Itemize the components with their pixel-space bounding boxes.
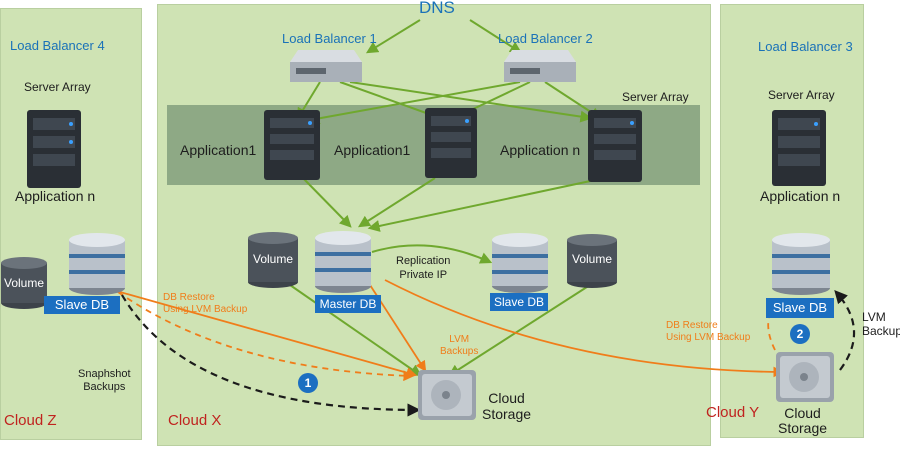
dns-label: DNS [419, 0, 455, 17]
lvm-backups-label-center: LVM Backups [440, 334, 479, 357]
server-icon [425, 108, 477, 178]
slave-db-left-label: Slave DB [44, 296, 120, 314]
volume-label-center-right: Volume [572, 252, 613, 266]
slave-db-center-label: Slave DB [490, 293, 548, 311]
application-n-left-label: Application n [15, 188, 96, 204]
db-restore-label-left: DB Restore Using LVM Backup [163, 292, 248, 315]
cloud-storage-label-center: Cloud Storage [482, 390, 532, 422]
database-icon [313, 230, 373, 294]
db-restore-label-right: DB Restore Using LVM Backup [666, 320, 751, 343]
load-balancer-2-icon [504, 50, 576, 82]
application-n-right-label: Application n [760, 188, 841, 204]
load-balancer-3-label: Load Balancer 3 [758, 39, 853, 54]
volume-icon [0, 257, 48, 309]
load-balancer-1-label: Load Balancer 1 [282, 31, 377, 46]
server-array-label-right: Server Array [768, 88, 835, 102]
server-icon [264, 110, 320, 180]
step-2-badge: 2 [790, 324, 810, 344]
server-icon [772, 110, 826, 186]
server-icon [588, 110, 642, 182]
hard-drive-icon [774, 350, 836, 404]
hard-drive-icon [416, 368, 478, 422]
volume-label-center-left: Volume [253, 252, 294, 266]
cloud-storage-label-right: Cloud Storage [778, 405, 828, 436]
volume-icon [247, 232, 299, 288]
cloud-z-label: Cloud Z [4, 412, 57, 429]
cloud-x-label: Cloud X [168, 412, 222, 429]
application1-label-a: Application1 [180, 142, 257, 158]
step-1-badge: 1 [298, 373, 318, 393]
lvm-backups-label-right: LVM Backups [862, 310, 900, 338]
server-array-label-left: Server Array [24, 80, 91, 94]
volume-label-left: Volume [4, 276, 45, 290]
cloud-y-panel [720, 4, 864, 438]
cloud-z-panel [0, 8, 142, 440]
server-icon [27, 110, 81, 188]
cloud-y-label: Cloud Y [706, 404, 760, 421]
master-db-label: Master DB [315, 295, 381, 313]
database-icon [490, 232, 550, 294]
database-icon [770, 232, 832, 296]
application-n-center-label: Application n [500, 142, 581, 158]
volume-icon [566, 234, 618, 288]
server-array-label-center: Server Array [622, 90, 689, 104]
load-balancer-2-label: Load Balancer 2 [498, 31, 593, 46]
load-balancer-1-icon [290, 50, 362, 82]
snapshot-backups-label: Snaphshot Backups [78, 368, 131, 393]
load-balancer-4-label: Load Balancer 4 [10, 38, 105, 53]
replication-label: Replication Private IP [396, 255, 451, 281]
database-icon [67, 232, 127, 296]
slave-db-right-label: Slave DB [766, 298, 834, 318]
application1-label-b: Application1 [334, 142, 411, 158]
